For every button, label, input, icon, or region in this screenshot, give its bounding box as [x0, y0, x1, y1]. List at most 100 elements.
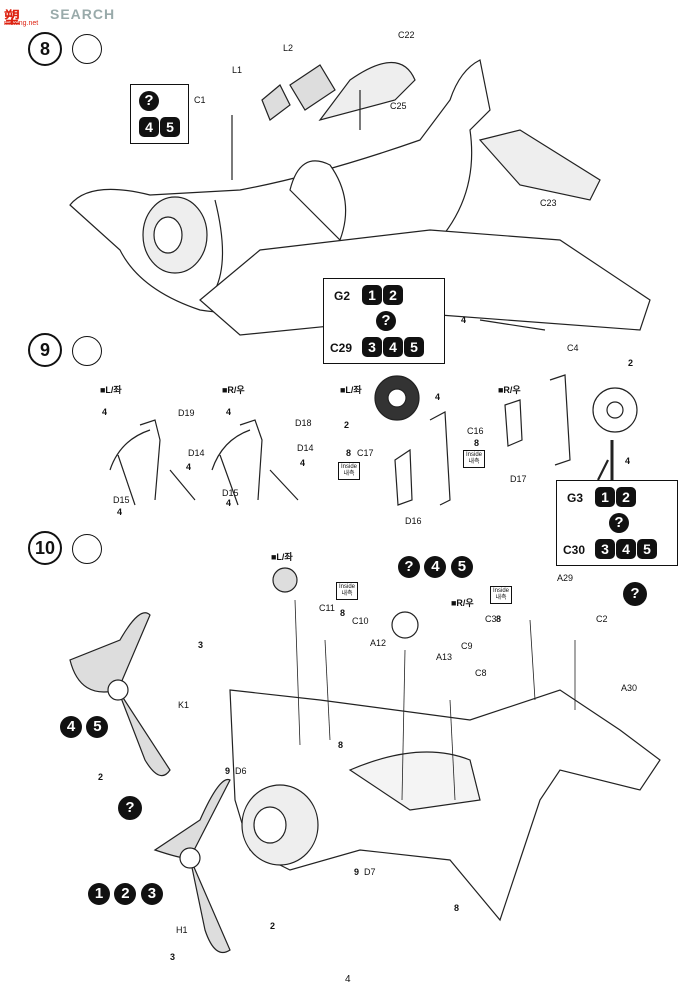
version-badge: 1	[595, 487, 615, 507]
version-badge: 4	[383, 337, 403, 357]
tag-9: 9	[225, 766, 231, 776]
page-number: 4	[345, 974, 351, 985]
tag-2: 2	[270, 921, 276, 931]
part-label-C23: C23	[540, 198, 557, 208]
badge-group-top: ? 4 5	[398, 556, 473, 578]
tag-3: 3	[198, 640, 204, 650]
pencil-icon	[72, 534, 102, 564]
inside-label-kr: 내측	[468, 459, 480, 465]
part-label-C25: C25	[390, 101, 407, 111]
part-label-C17: C17	[357, 448, 374, 458]
inside-label: Inside	[466, 452, 483, 458]
part-label-D14: D14	[188, 448, 205, 458]
step-number-9: 9	[28, 333, 62, 367]
side-label-right: ■R/우	[222, 385, 245, 395]
part-label-L1: L1	[232, 65, 243, 75]
version-badge: 5	[450, 556, 473, 578]
side-label-left: ■L/좌	[271, 552, 293, 562]
version-badge: 5	[86, 716, 109, 738]
tag-4: 4	[435, 392, 441, 402]
part-label-C4: C4	[567, 343, 579, 353]
tag-4: 4	[625, 456, 631, 466]
version-badge: 4	[424, 556, 447, 578]
question-badge: ?	[623, 582, 647, 606]
tag-8: 8	[454, 903, 460, 913]
tag-9: 9	[354, 867, 360, 877]
part-label-D15: D15	[222, 488, 239, 498]
inside-label-kr: 내측	[341, 591, 353, 597]
part-label-A29: A29	[557, 573, 574, 583]
tag-3: 3	[170, 952, 176, 962]
tag-c4: 4	[461, 315, 467, 325]
part-label-C9: C9	[461, 641, 473, 651]
version-badge: 4	[60, 716, 82, 738]
inside-label-kr: 내측	[495, 595, 507, 601]
version-badge: 1	[88, 883, 110, 905]
inside-label: Inside	[493, 588, 510, 594]
part-label-C22: C22	[398, 30, 415, 40]
tag-4: 4	[117, 507, 123, 517]
side-label-right: ■R/우	[498, 385, 521, 395]
part-label-D17: D17	[510, 474, 527, 484]
watermark-logo: 塑	[4, 10, 21, 27]
question-badge: ?	[398, 556, 420, 578]
tag-4: 4	[226, 498, 232, 508]
version-badge: 2	[114, 883, 137, 905]
part-label-D6: D6	[235, 766, 247, 776]
part-label-H1: H1	[176, 925, 188, 935]
part-label-D18: D18	[295, 418, 312, 428]
part-label-C29: C29	[330, 341, 353, 355]
side-label-right: ■R/우	[451, 598, 474, 608]
version-badge: 1	[362, 285, 382, 305]
part-label-C2: C2	[596, 614, 608, 624]
version-badge: 2	[383, 285, 403, 305]
tag-2: 2	[98, 772, 104, 782]
badge-q-left: ?	[118, 796, 142, 820]
version-badge: 3	[595, 539, 615, 559]
question-badge: ?	[376, 311, 396, 331]
badge-q-right: ?	[623, 582, 647, 606]
part-label-C8: C8	[475, 668, 487, 678]
part-label-D7: D7	[364, 867, 376, 877]
version-badge: 5	[404, 337, 424, 357]
inside-label: Inside	[341, 464, 358, 470]
part-label-D16: D16	[405, 516, 422, 526]
part-label-K1: K1	[178, 700, 190, 710]
step-number-10: 10	[28, 531, 62, 565]
tag-8: 8	[338, 740, 344, 750]
question-badge: ?	[118, 796, 142, 820]
question-badge: ?	[609, 513, 629, 533]
part-label-G2: G2	[334, 289, 351, 303]
tag-2: 2	[344, 420, 350, 430]
step-number-8: 8	[28, 32, 62, 66]
part-label-A12: A12	[370, 638, 387, 648]
version-badge: 5	[637, 539, 657, 559]
version-badge: 5	[160, 117, 180, 137]
side-label-left: ■L/좌	[340, 385, 362, 395]
tag-4: 4	[186, 462, 192, 472]
tag-8: 8	[496, 614, 502, 624]
pencil-icon	[72, 336, 102, 366]
part-label-D15: D15	[113, 495, 130, 505]
part-label-A30: A30	[621, 683, 638, 693]
tag-8: 8	[346, 448, 352, 458]
tag-8: 8	[340, 608, 346, 618]
part-label-D14: D14	[297, 443, 314, 453]
watermark-site: moxing.net	[4, 20, 39, 27]
version-badge: 4	[139, 117, 159, 137]
part-label-A13: A13	[436, 652, 453, 662]
badge-group-45: 4 5	[60, 716, 109, 738]
version-badge: 4	[616, 539, 636, 559]
part-label-G3: G3	[567, 491, 584, 505]
part-label-C10: C10	[352, 616, 369, 626]
tag-4: 4	[300, 458, 306, 468]
part-label-C30: C30	[563, 543, 586, 557]
version-badge: 3	[362, 337, 382, 357]
side-label-left: ■L/좌	[100, 385, 122, 395]
inside-label: Inside	[339, 584, 356, 590]
